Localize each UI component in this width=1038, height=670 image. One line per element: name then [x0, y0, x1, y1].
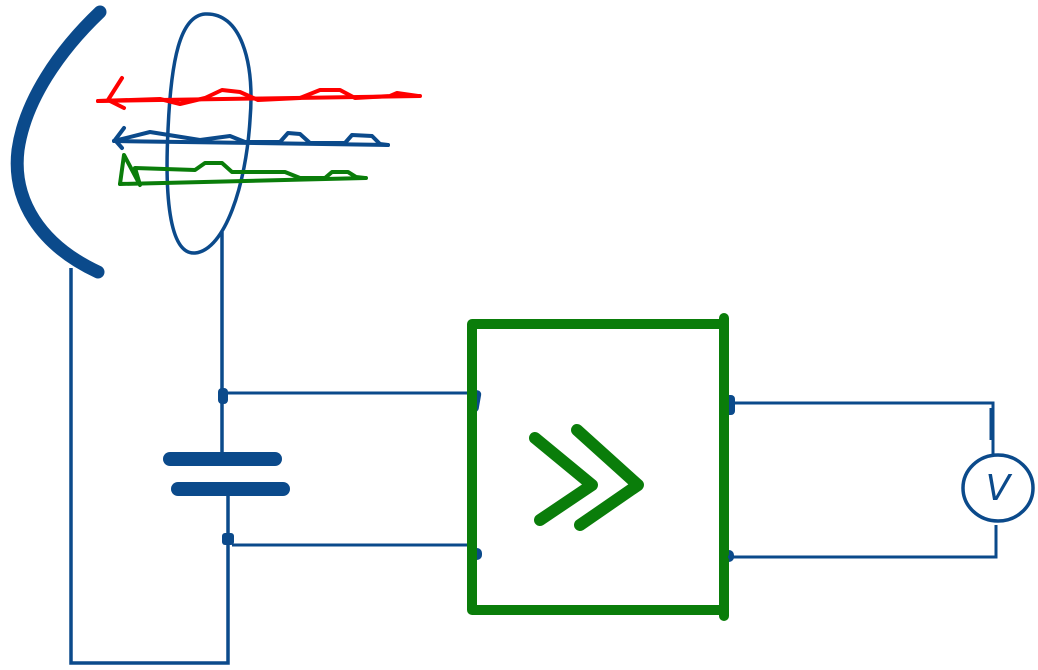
- voltmeter-label: V: [986, 468, 1013, 509]
- output-wire-bottom: [728, 525, 998, 559]
- voltmeter-circle: [961, 453, 1035, 523]
- amplifier-box: [467, 319, 729, 615]
- green-signal-trace: [118, 153, 368, 187]
- ring-electrode: [165, 12, 253, 255]
- amplifier-chevron-icon: [529, 424, 644, 531]
- capacitor: [163, 452, 290, 496]
- curved-electrode: [10, 5, 107, 279]
- red-signal-trace: [96, 76, 422, 110]
- blue-signal-trace: [112, 126, 390, 150]
- voltmeter: V: [961, 453, 1035, 523]
- output-wire-top: [730, 401, 995, 455]
- ground-wire: [69, 268, 230, 665]
